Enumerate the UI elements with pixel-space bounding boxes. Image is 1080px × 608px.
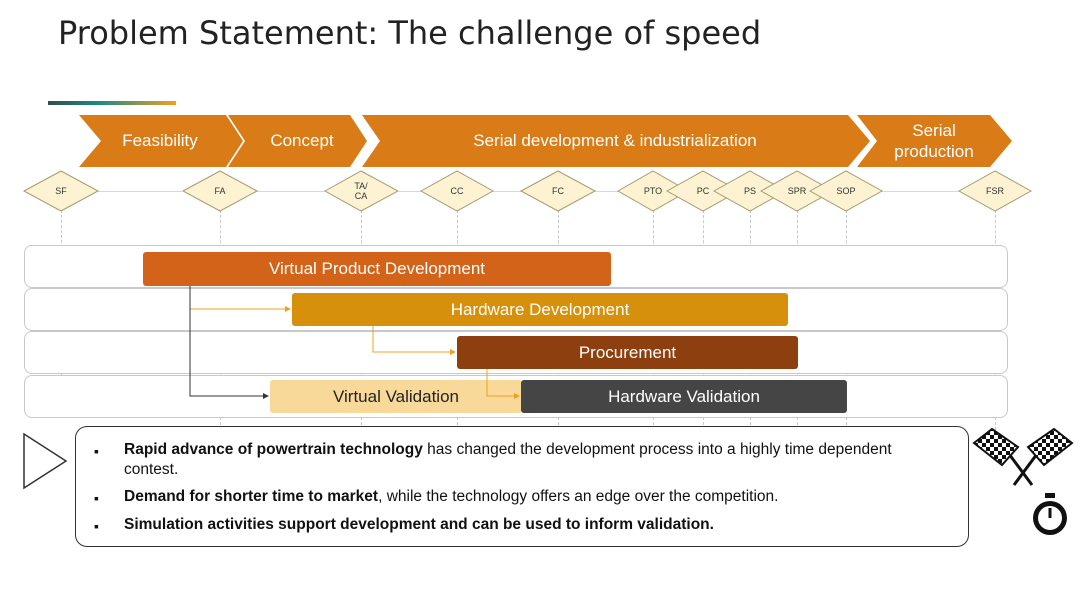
milestone-ps: PS [743, 186, 756, 196]
milestone-connector [880, 191, 960, 192]
milestone-sop: SOP [836, 186, 856, 196]
checkered-flags-icon [972, 427, 1074, 486]
milestone-fsr: FSR [986, 186, 1004, 196]
bullet-3: ▪Simulation activities support developme… [94, 516, 714, 534]
milestone-connector [399, 191, 423, 192]
arrow-vpd-to-hw-dev [189, 286, 291, 312]
milestone-sf: SF [55, 186, 67, 196]
milestone-cc: CC [450, 186, 464, 196]
phase-concept [228, 115, 367, 167]
bar-procurement: Procurement [457, 336, 798, 369]
phase-label-concept: Concept [270, 131, 334, 150]
phase-label-serial-development: Serial development & industrialization [473, 131, 757, 150]
milestone-fa: FA [214, 186, 226, 196]
bar-virtual-validation: Virtual Validation [270, 380, 522, 413]
bullet-2: ▪Demand for shorter time to market, whil… [94, 488, 779, 506]
key-points-box: ▪Rapid advance of powertrain technology … [75, 426, 969, 547]
arrow-vpd-to-virtual-validation [189, 286, 269, 399]
milestone-connector [98, 191, 182, 192]
page-title: Problem Statement: The challenge of spee… [58, 14, 762, 52]
phase-serial-production [857, 115, 1012, 167]
phase-label-feasibility: Feasibility [122, 131, 198, 150]
phase-serial-development [362, 115, 870, 167]
bullet-1: ▪Rapid advance of powertrain technology … [94, 441, 892, 478]
milestone-connector [257, 191, 325, 192]
phase-label-serial-production: Serial production [878, 120, 990, 162]
arrow-procurement-to-hw-validation [486, 369, 520, 399]
stopwatch-icon [1033, 493, 1067, 535]
title-accent-line [48, 101, 176, 105]
milestone-ta-ca: TA/ CA [354, 181, 368, 201]
milestone-spr: SPR [787, 186, 807, 196]
arrow-hw-dev-to-procurement [372, 326, 456, 355]
bar-hardware-validation: Hardware Validation [521, 380, 847, 413]
milestone-fc: FC [552, 186, 564, 196]
milestone-connector [594, 191, 618, 192]
milestone-connector [492, 191, 522, 192]
bar-virtual-product-development: Virtual Product Development [143, 252, 611, 286]
phase-label-serial-production-line2: production [894, 142, 974, 161]
milestone-pto: PTO [643, 186, 663, 196]
phase-feasibility [79, 115, 243, 167]
play-triangle-icon [23, 432, 68, 490]
milestone-pc: PC [696, 186, 710, 196]
bar-hardware-development: Hardware Development [292, 293, 788, 326]
phase-label-serial-production-line1: Serial [912, 121, 956, 140]
